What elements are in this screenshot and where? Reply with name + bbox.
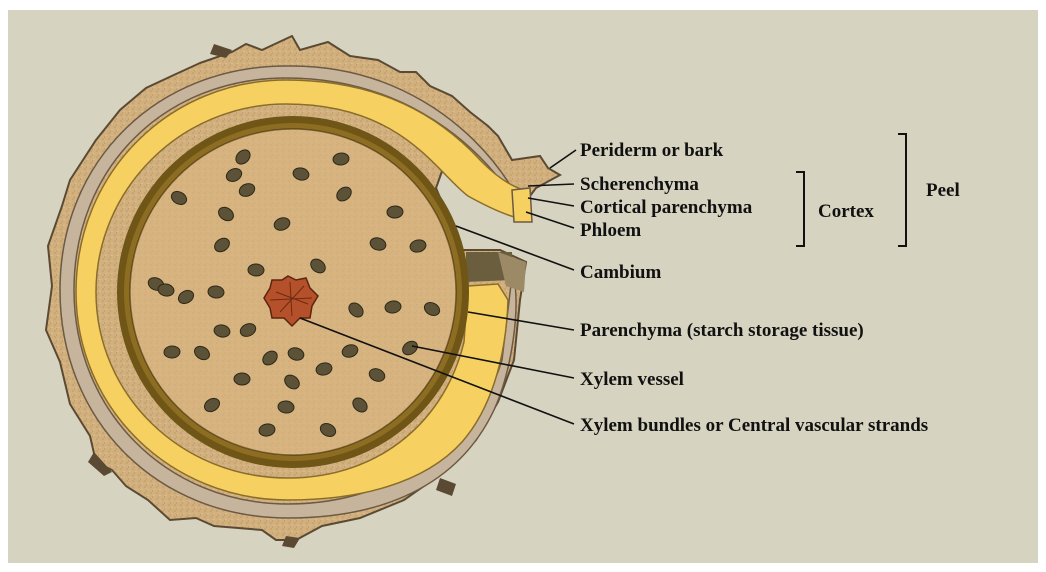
label-cortical-parenchyma: Cortical parenchyma: [580, 197, 753, 218]
label-parenchyma: Parenchyma (starch storage tissue): [580, 320, 864, 341]
label-xylem-bundles: Xylem bundles or Central vascular strand…: [580, 415, 928, 436]
label-xylem-vessel: Xylem vessel: [580, 369, 684, 390]
label-cambium: Cambium: [580, 262, 661, 283]
xylem-vessel: [387, 206, 404, 219]
peel-flap-edge: [512, 188, 532, 222]
xylem-vessel: [248, 264, 264, 277]
label-periderm: Periderm or bark: [580, 140, 724, 161]
label-phloem: Phloem: [580, 220, 641, 241]
label-peel: Peel: [926, 180, 960, 201]
label-sclerenchyma: Scherenchyma: [580, 174, 699, 195]
xylem-vessel: [234, 373, 250, 385]
label-cortex: Cortex: [818, 201, 874, 222]
